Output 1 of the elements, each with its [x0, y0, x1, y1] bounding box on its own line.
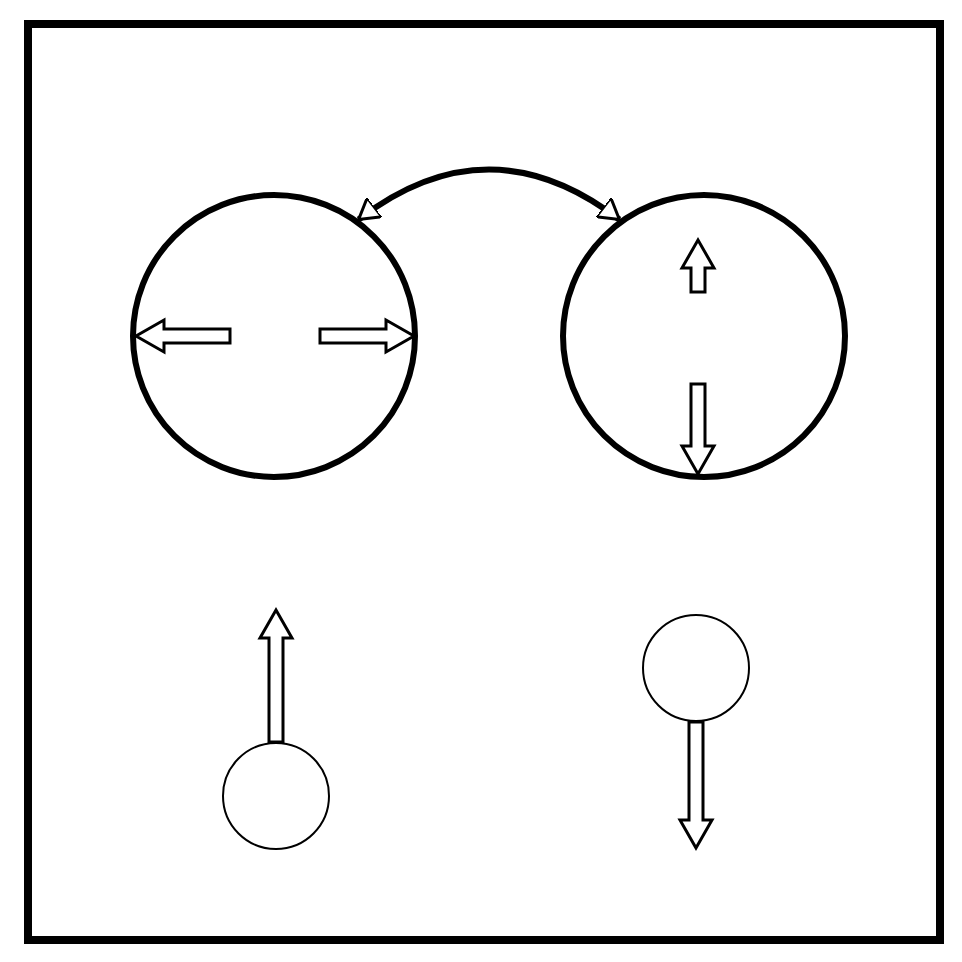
double-arrow: [356, 166, 622, 222]
